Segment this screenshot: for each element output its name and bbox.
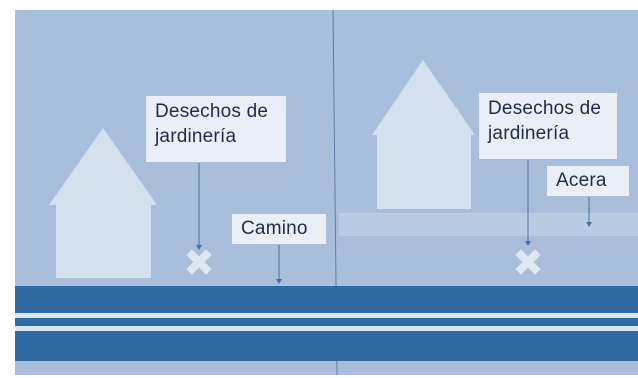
road-band-middle [15, 318, 638, 326]
left-house [49, 128, 157, 278]
right-house-roof [372, 60, 475, 135]
road-band-bottom [15, 331, 638, 361]
road-band-top [15, 286, 638, 313]
leader-arrow-sidewalk [586, 222, 592, 227]
label-yard-waste-left: Desechos de jardinería [146, 96, 286, 162]
road-stripe-bottom [15, 326, 638, 331]
left-house-body [56, 205, 151, 278]
road-stripe-top [15, 313, 638, 318]
sidewalk-strip [339, 213, 638, 236]
label-yard-waste-right: Desechos de jardinería [479, 93, 617, 159]
label-road: Camino [232, 214, 326, 244]
leader-arrow-right-waste [525, 241, 531, 246]
label-sidewalk: Acera [547, 166, 629, 196]
road [15, 286, 638, 361]
leader-arrow-left-waste [196, 245, 202, 250]
right-house [372, 60, 475, 209]
left-house-roof [49, 128, 157, 205]
x-mark-icon [515, 249, 541, 275]
right-house-body [377, 135, 471, 209]
x-mark-icon [186, 249, 212, 275]
leader-arrow-road [276, 279, 282, 284]
